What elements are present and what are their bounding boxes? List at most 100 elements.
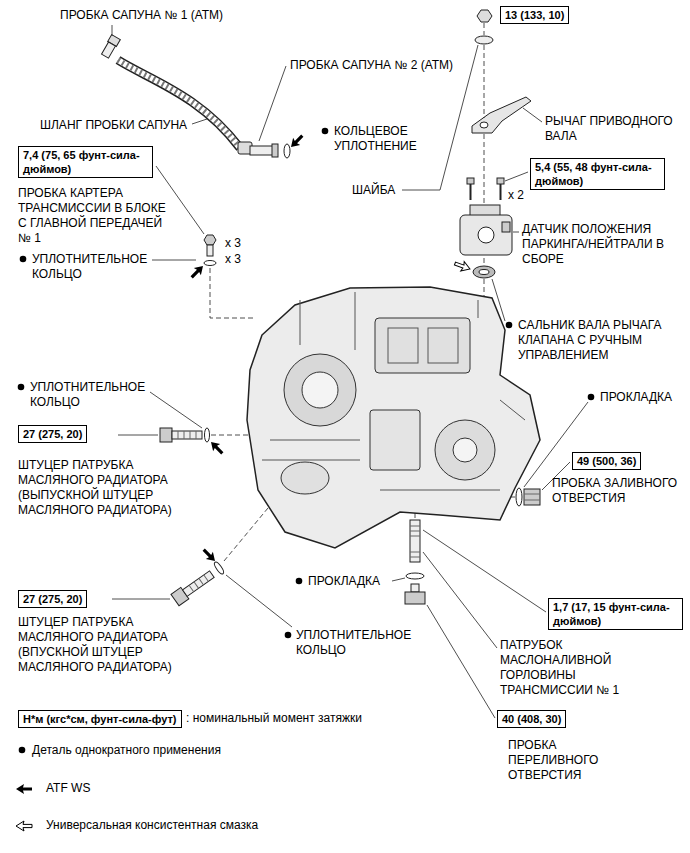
leader-line <box>156 166 204 234</box>
leader-line <box>150 392 202 428</box>
atf-arrow <box>287 132 305 150</box>
torque-value: 27 (275, 20) <box>23 427 82 441</box>
transmission-case <box>435 420 495 480</box>
torque-value: 1,7 (17, 15 фунт-сила-дюймов) <box>553 600 678 628</box>
overflow-plug <box>405 584 425 604</box>
park-neutral-switch <box>478 227 494 243</box>
nut <box>477 10 492 22</box>
transmission-case <box>428 328 458 363</box>
leader-line <box>259 66 286 141</box>
cooler-union <box>160 428 172 442</box>
shaft-lever <box>472 97 531 133</box>
torque-value: 7,4 (75, 65 фунт-сила-дюймов) <box>23 148 148 176</box>
single-use-bullet <box>285 632 292 639</box>
case-plug <box>204 235 216 245</box>
single-use-bullet <box>296 578 303 585</box>
case-plug <box>207 245 213 256</box>
filler-tube <box>410 526 420 557</box>
transmission-case <box>302 372 338 408</box>
single-use-bullet <box>19 747 26 754</box>
bolt <box>470 184 472 200</box>
case-plug <box>204 235 216 256</box>
cooler-union <box>160 428 202 442</box>
part-label: ПРОБКА САПУНА № 2 (ATM) <box>290 58 453 73</box>
single-use-bullet <box>506 322 513 329</box>
breather-plug <box>272 144 278 157</box>
part-label: ШЛАНГ ПРОБКИ САПУНА <box>40 118 187 133</box>
part-label: РЫЧАГ ПРИВОДНОГО ВАЛА <box>545 114 683 144</box>
bolt <box>467 178 504 200</box>
part-label: ПРОКЛАДКА <box>600 390 672 405</box>
breather-plug <box>102 42 116 58</box>
bolt <box>497 178 504 184</box>
breather-plug <box>101 35 121 59</box>
leader-line <box>492 279 505 321</box>
part-label: ДАТЧИК ПОЛОЖЕНИЯ ПАРКИНГА/НЕЙТРАЛИ В СБО… <box>522 222 682 267</box>
transmission-case <box>370 410 420 470</box>
leader-line <box>112 599 170 600</box>
part-label: УПЛОТНИТЕЛЬНОЕ КОЛЬЦО <box>30 380 155 410</box>
torque-box: Н*м (кгс*см, фунт-сила-фут) <box>18 710 182 728</box>
park-neutral-switch <box>460 215 512 255</box>
breather-hose <box>118 60 240 148</box>
single-use-bullet <box>322 128 329 135</box>
cooler-union <box>171 568 216 605</box>
filler-tube <box>410 520 420 562</box>
overflow-plug <box>405 592 425 604</box>
o-ring <box>213 561 225 575</box>
assembly-line <box>210 23 515 561</box>
part-label: ПРОБКА КАРТЕРА ТРАНСМИССИИ В БЛОКЕ С ГЛА… <box>18 186 168 246</box>
torque-value: Н*м (кгс*см, фунт-сила-фут) <box>23 712 177 726</box>
torque-value: 5,4 (55, 48 фунт-сила-дюймов) <box>535 160 660 188</box>
atf-arrow <box>16 132 306 794</box>
transmission-case <box>284 354 356 426</box>
transmission-case <box>262 292 525 490</box>
part-label: ПРОБКА САПУНА № 1 (ATM) <box>60 8 223 23</box>
o-ring <box>284 144 290 158</box>
transmission-case <box>247 287 540 548</box>
part-label: ПРОБКА ПЕРЕЛИВНОГО ОТВЕРСТИЯ <box>508 738 608 783</box>
oil-seal <box>473 266 495 278</box>
filler-tube <box>410 520 420 562</box>
breather-plug <box>250 146 274 155</box>
legend-text: ATF WS <box>46 781 90 796</box>
cooler-union <box>183 571 215 596</box>
single-use-bullet <box>588 394 595 401</box>
cooler-union <box>178 431 196 439</box>
assembly-line <box>484 23 485 296</box>
o-ring <box>205 428 210 442</box>
park-neutral-switch <box>502 222 510 232</box>
transmission-case <box>375 318 470 373</box>
leader-line <box>152 260 196 261</box>
leader-line <box>513 232 519 233</box>
gasket <box>516 488 522 506</box>
bolt <box>467 178 474 184</box>
breather-plug <box>238 142 278 157</box>
atf-arrow <box>200 546 218 564</box>
grease-arrow <box>16 821 32 831</box>
filler-plug <box>524 489 540 505</box>
breather-hose <box>118 60 240 148</box>
washer <box>475 36 493 44</box>
leader-line <box>192 119 207 124</box>
leader-line <box>392 578 405 581</box>
part-label: КОЛЬЦЕВОЕ УПЛОТНЕНИЕ <box>334 124 444 154</box>
part-label: ПАТРУБОК МАСЛОНАЛИВНОЙ ГОРЛОВИНЫ ТРАНСМИ… <box>500 638 635 698</box>
gasket <box>406 573 424 579</box>
transmission-case <box>247 287 540 548</box>
shaft-lever <box>480 122 488 128</box>
transmission-case <box>453 438 477 462</box>
bolt <box>500 184 502 200</box>
leader-line <box>226 575 292 627</box>
torque-box: 49 (500, 36) <box>572 452 641 470</box>
assembly-line <box>224 508 268 561</box>
torque-value: 27 (275, 20) <box>23 592 82 606</box>
cooler-union <box>189 575 208 592</box>
transmission-case <box>388 328 418 363</box>
leader-line <box>523 108 542 122</box>
transmission-case <box>281 462 329 494</box>
cooler-union <box>172 431 202 439</box>
nut <box>477 10 492 22</box>
torque-box: 13 (133, 10) <box>500 6 569 24</box>
